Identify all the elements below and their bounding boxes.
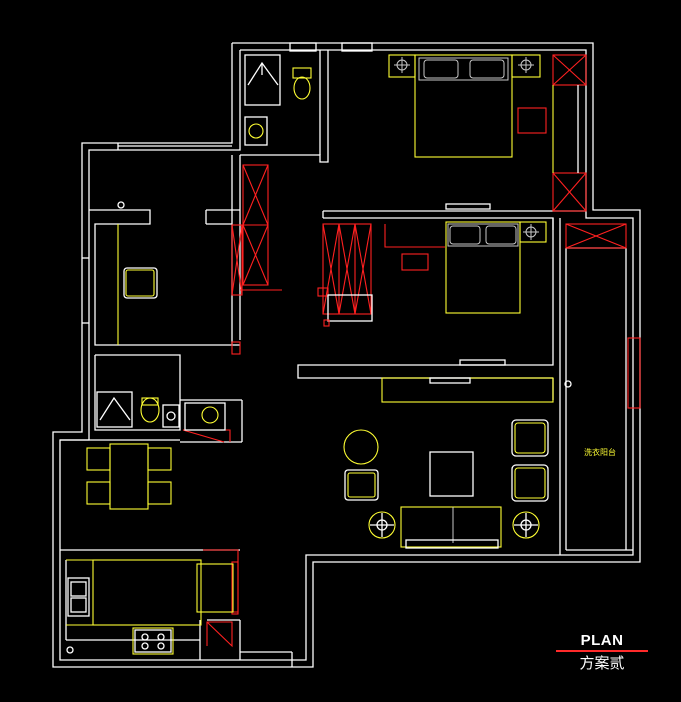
dining-area (86, 443, 172, 510)
plan-title-block: PLAN 方案贰 (556, 632, 648, 672)
living-room (343, 419, 549, 549)
title-underline (556, 650, 648, 652)
plan-subtitle: 方案贰 (579, 654, 625, 672)
bathroom-1 (244, 54, 312, 146)
kitchen (66, 559, 234, 655)
wardrobes (182, 54, 641, 648)
bathroom-2 (96, 391, 226, 431)
master-bedroom (388, 54, 541, 158)
study-room (117, 224, 158, 345)
walls (52, 42, 641, 668)
bedroom-2 (381, 221, 554, 403)
plan-title: PLAN (580, 632, 624, 649)
laundry-balcony-label: 洗衣阳台 (584, 447, 616, 457)
